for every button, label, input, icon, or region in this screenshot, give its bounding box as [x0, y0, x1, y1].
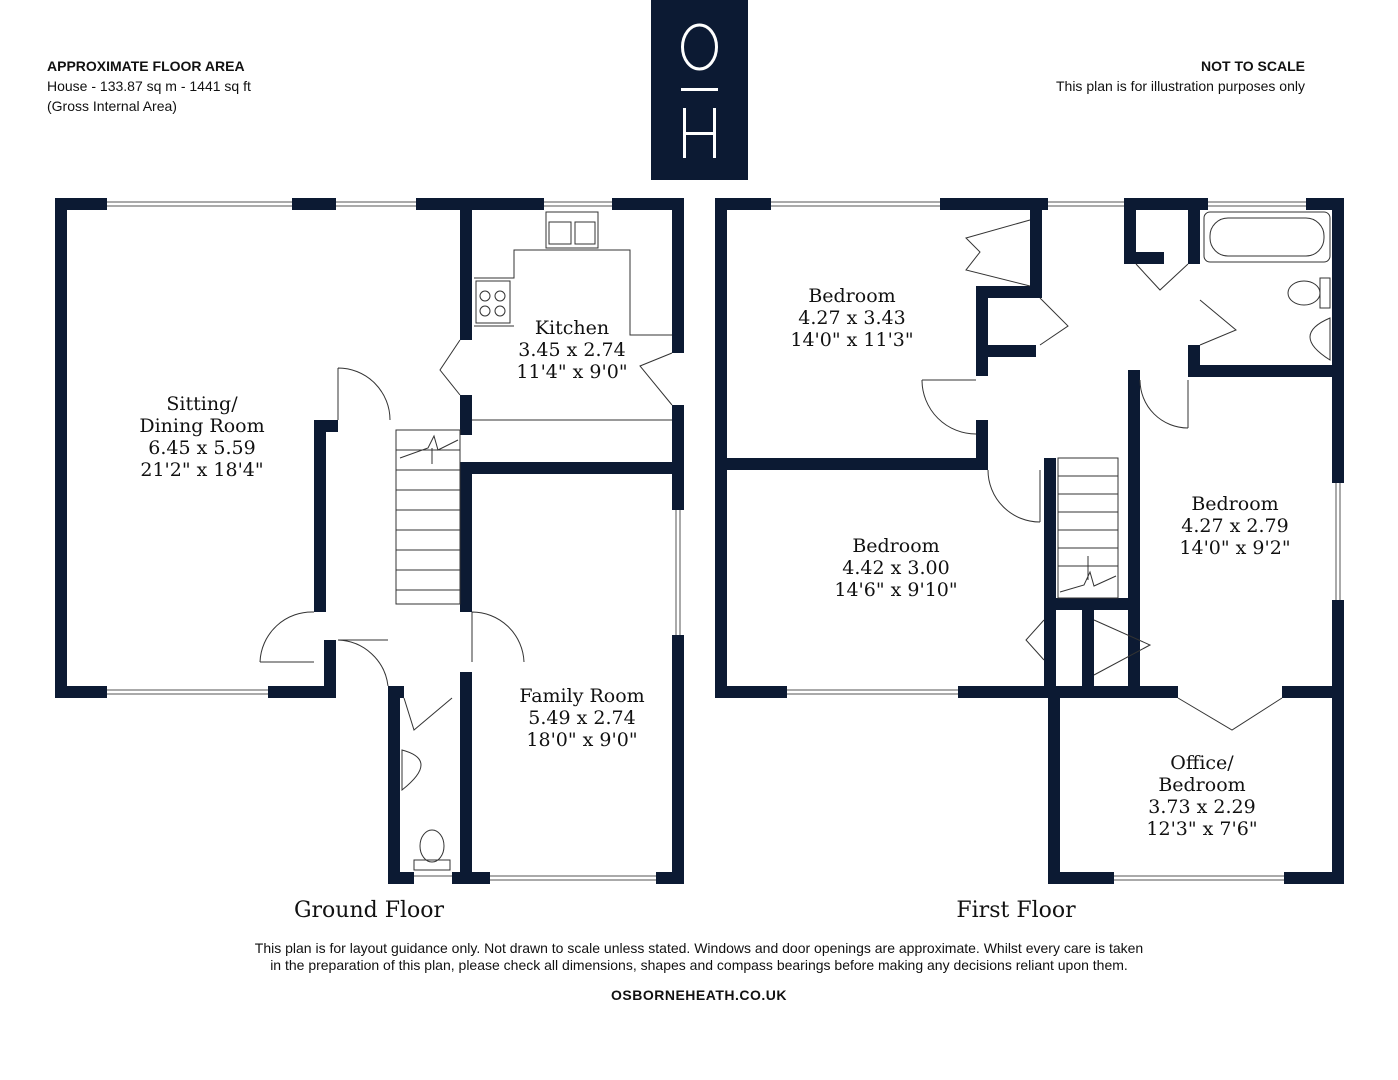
room-kitchen: Kitchen 3.45 x 2.74 11'4" x 9'0" [516, 317, 627, 383]
room-family: Family Room 5.49 x 2.74 18'0" x 9'0" [519, 685, 644, 751]
first-floor-windows [771, 201, 1341, 881]
family-name: Family Room [519, 685, 644, 707]
room-bedroom-2: Bedroom 4.42 x 3.00 14'6" x 9'10" [834, 535, 957, 601]
bed3-imperial: 14'0" x 9'2" [1179, 537, 1290, 559]
floor-area-note: (Gross Internal Area) [47, 98, 177, 114]
floor-area-title: APPROXIMATE FLOOR AREA [47, 58, 245, 74]
bed1-metric: 4.27 x 3.43 [798, 307, 905, 329]
sitting-metric: 6.45 x 5.59 [148, 437, 255, 459]
scale-info: NOT TO SCALE This plan is for illustrati… [1056, 56, 1305, 96]
kitchen-imperial: 11'4" x 9'0" [516, 361, 627, 383]
sitting-name-1: Sitting/ [166, 393, 238, 415]
sitting-imperial: 21'2" x 18'4" [140, 459, 263, 481]
first-floor-walls [715, 198, 1344, 884]
bed3-metric: 4.27 x 2.79 [1181, 515, 1288, 537]
logo-mark [681, 23, 718, 158]
bed1-imperial: 14'0" x 11'3" [790, 329, 913, 351]
disclaimer: This plan is for layout guidance only. N… [0, 940, 1398, 974]
office-imperial: 12'3" x 7'6" [1146, 818, 1257, 840]
bed2-name: Bedroom [852, 535, 939, 557]
brand-logo [651, 0, 748, 180]
family-metric: 5.49 x 2.74 [528, 707, 635, 729]
disclaimer-line-2: in the preparation of this plan, please … [270, 957, 1128, 973]
website-link[interactable]: OSBORNEHEATH.CO.UK [611, 987, 787, 1003]
office-name-2: Bedroom [1158, 774, 1245, 796]
first-floor-label: First Floor [956, 898, 1076, 923]
room-sitting-dining: Sitting/ Dining Room 6.45 x 5.59 21'2" x… [139, 393, 264, 481]
ground-floor-windows [107, 201, 681, 881]
office-name-1: Office/ [1170, 752, 1234, 774]
ground-floor-fixtures [259, 211, 673, 871]
kitchen-name: Kitchen [535, 317, 609, 339]
bed1-name: Bedroom [808, 285, 895, 307]
bed2-imperial: 14'6" x 9'10" [834, 579, 957, 601]
first-floor-fixtures [921, 211, 1331, 731]
scale-title: NOT TO SCALE [1201, 58, 1305, 74]
disclaimer-line-1: This plan is for layout guidance only. N… [254, 940, 1144, 956]
ground-floor-label: Ground Floor [294, 898, 445, 923]
kitchen-metric: 3.45 x 2.74 [518, 339, 625, 361]
floor-area-value: House - 133.87 sq m - 1441 sq ft [47, 78, 251, 94]
bed3-name: Bedroom [1191, 493, 1278, 515]
room-bedroom-3: Bedroom 4.27 x 2.79 14'0" x 9'2" [1179, 493, 1290, 559]
ground-floor-walls [55, 198, 684, 884]
room-office: Office/ Bedroom 3.73 x 2.29 12'3" x 7'6" [1146, 752, 1257, 840]
room-bedroom-1: Bedroom 4.27 x 3.43 14'0" x 11'3" [790, 285, 913, 351]
floor-area-info: APPROXIMATE FLOOR AREA House - 133.87 sq… [47, 56, 251, 116]
sitting-name-2: Dining Room [139, 415, 264, 437]
office-metric: 3.73 x 2.29 [1148, 796, 1255, 818]
bed2-metric: 4.42 x 3.00 [842, 557, 949, 579]
family-imperial: 18'0" x 9'0" [526, 729, 637, 751]
scale-note: This plan is for illustration purposes o… [1055, 78, 1305, 94]
